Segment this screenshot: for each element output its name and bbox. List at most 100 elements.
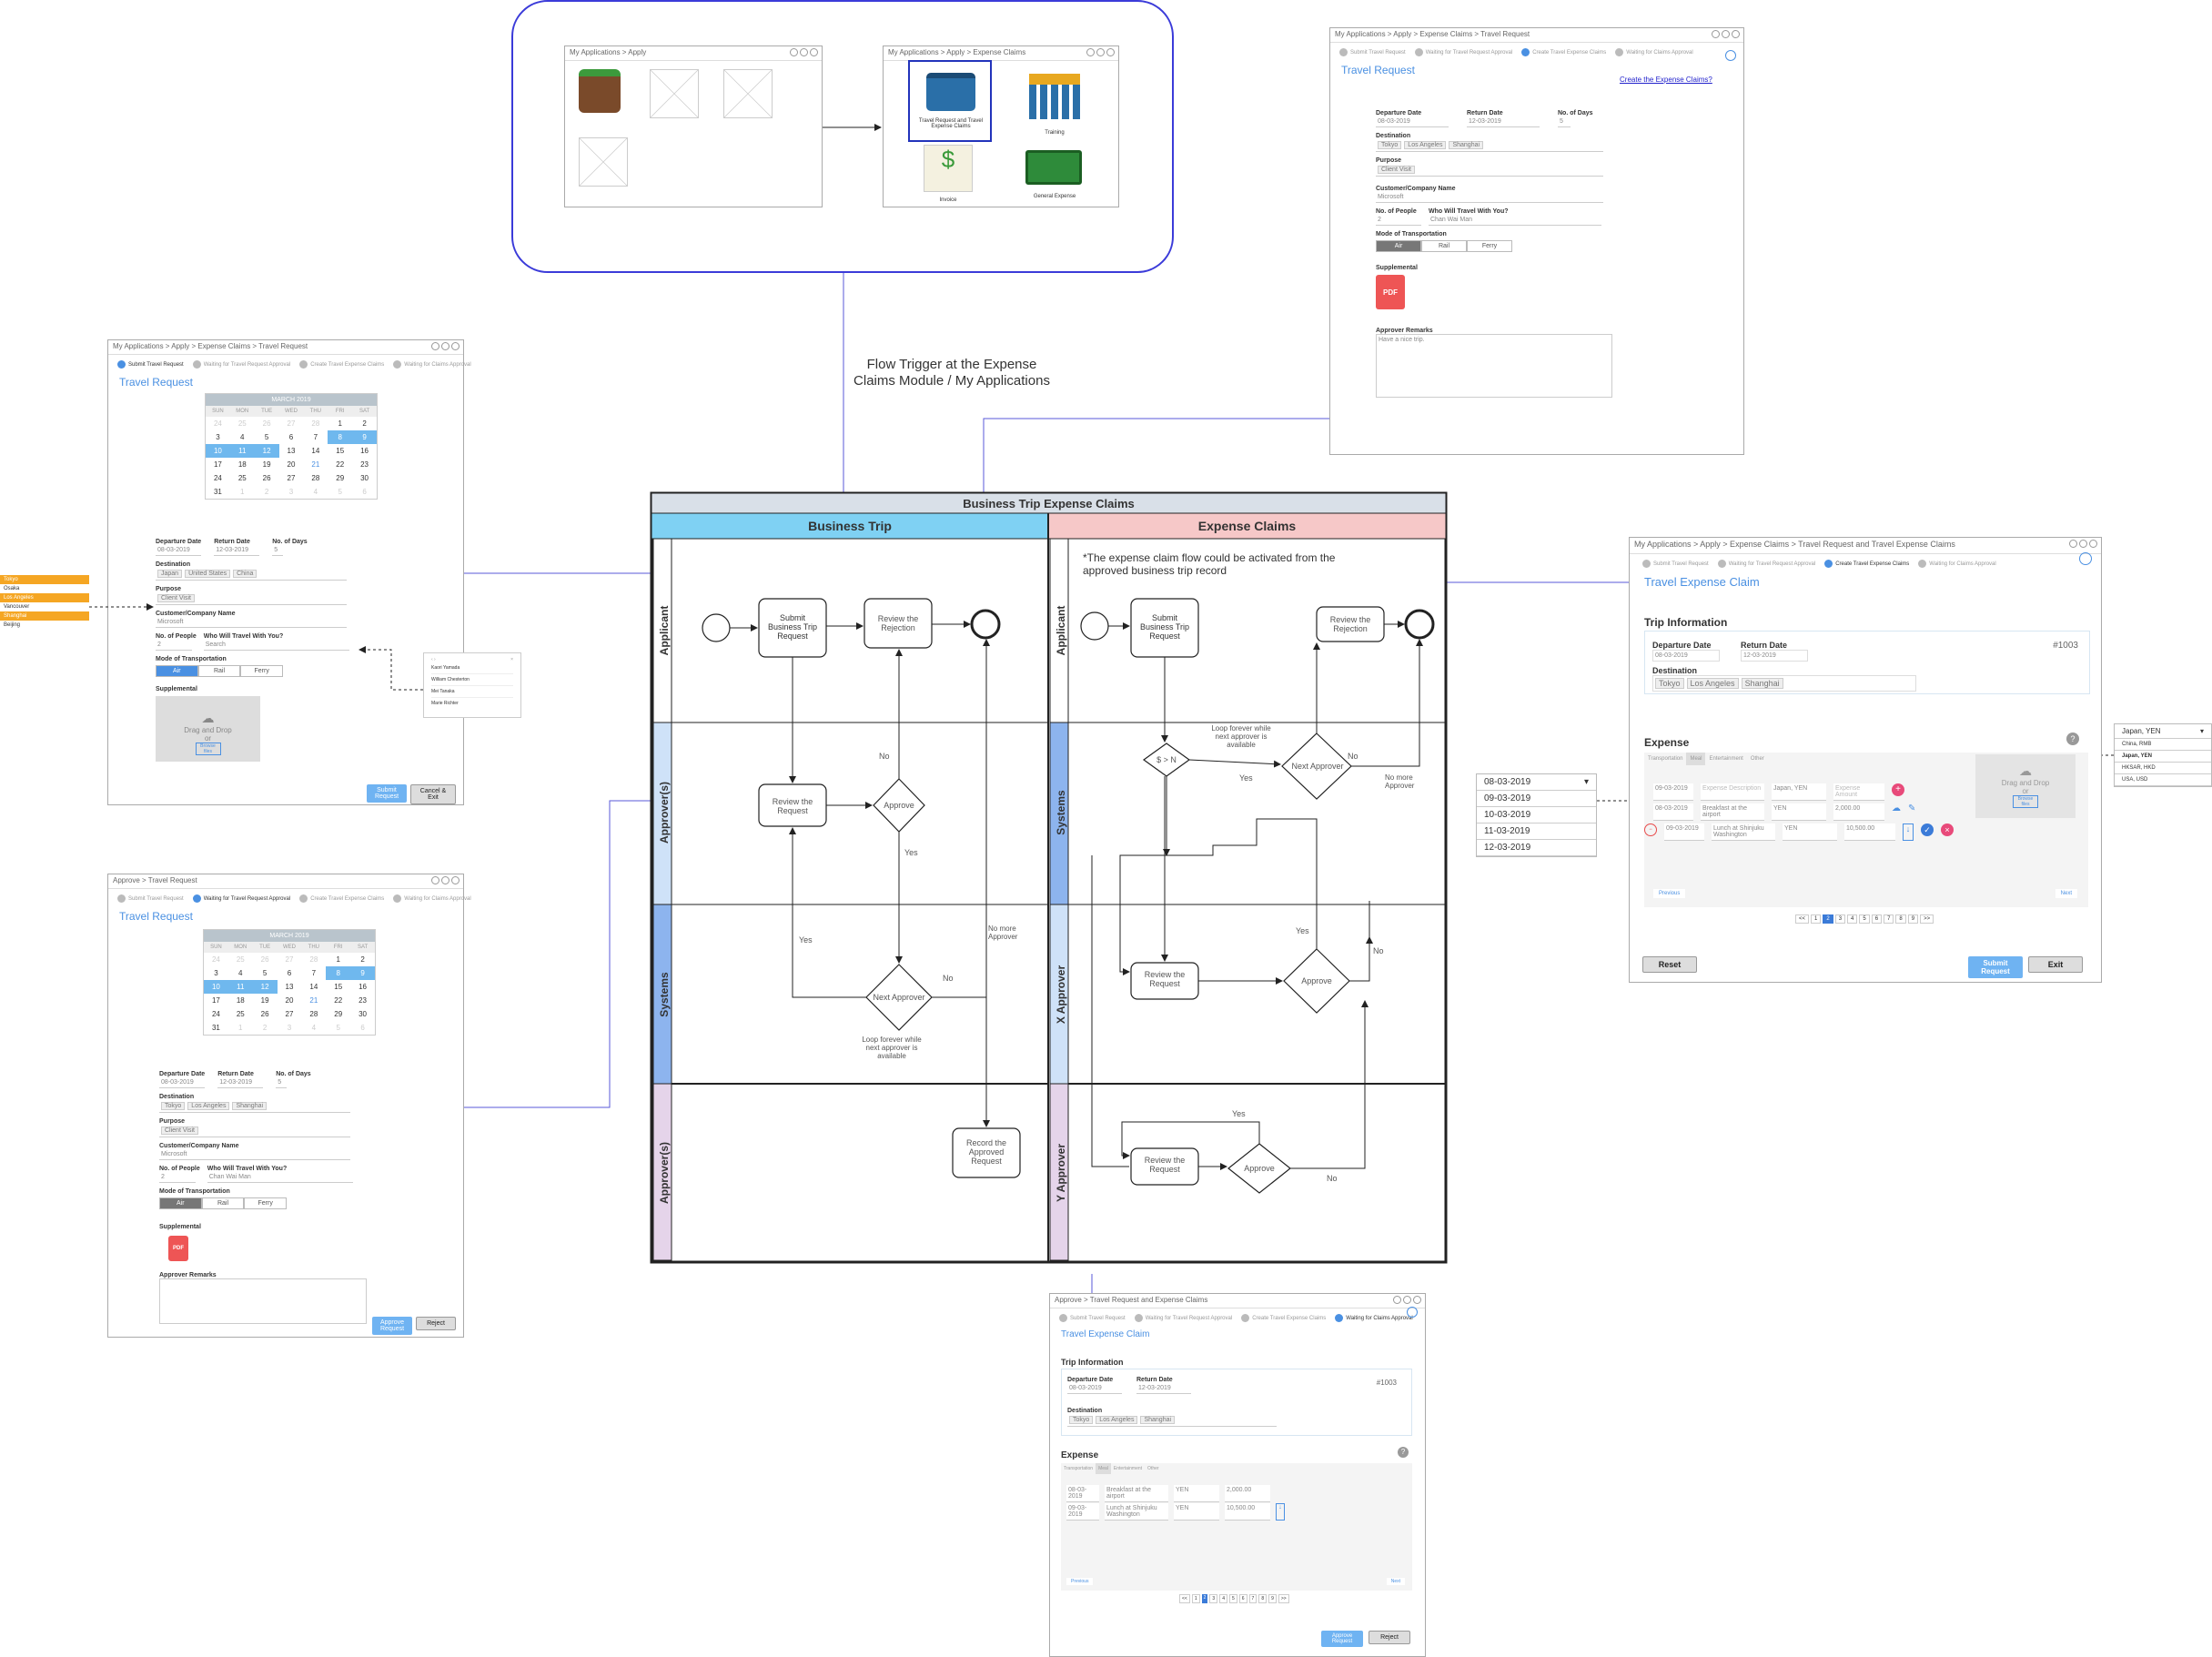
calendar-day[interactable]: 6 xyxy=(287,969,292,977)
calendar-day[interactable]: 2 xyxy=(360,955,365,964)
calendar-day[interactable]: 11 xyxy=(229,444,255,458)
calendar-day[interactable]: 5 xyxy=(338,488,342,496)
remove-icon[interactable]: − xyxy=(1644,823,1657,836)
calendar-day[interactable]: 25 xyxy=(237,419,247,428)
expense-row[interactable]: − 09-03-2019 Lunch at Shinjuku Washingto… xyxy=(1644,823,1954,841)
who-field[interactable]: Chan Wai Man xyxy=(1429,215,1601,226)
calendar-day[interactable]: 6 xyxy=(288,433,294,441)
calendar-day[interactable]: 22 xyxy=(334,996,343,1005)
training-icon[interactable] xyxy=(1029,74,1080,119)
departure-field[interactable]: 08-03-2019 xyxy=(1652,650,1720,662)
pdf-icon[interactable]: PDF xyxy=(1376,275,1405,309)
customer-field[interactable]: Microsoft xyxy=(159,1149,350,1160)
calendar-day[interactable]: 17 xyxy=(213,460,222,469)
pagination[interactable]: << 1 2 3 4 5 6 7 8 9 >> xyxy=(1795,914,1934,924)
download-icon[interactable]: ↓ xyxy=(1903,823,1914,841)
cancel-exit-button[interactable]: Cancel & Exit xyxy=(410,784,456,804)
calendar-day[interactable]: 11 xyxy=(227,980,253,994)
departure-field[interactable]: 08-03-2019 xyxy=(1067,1383,1122,1394)
calendar-day[interactable]: 2 xyxy=(362,419,367,428)
calendar-day[interactable]: 8 xyxy=(328,430,353,444)
calendar-day[interactable]: 6 xyxy=(360,1024,365,1032)
create-claims-link[interactable]: Create the Expense Claims? xyxy=(1620,76,1712,84)
calendar-day[interactable]: 3 xyxy=(287,1024,292,1032)
calendar-day[interactable]: 28 xyxy=(309,1010,318,1018)
tab-other[interactable]: Other xyxy=(1750,756,1764,762)
list-item[interactable]: Marie Richter xyxy=(431,701,459,706)
list-item[interactable]: Kaori Yamada xyxy=(431,662,513,674)
help-icon[interactable]: ? xyxy=(1398,1447,1409,1458)
calendar-day[interactable]: 2 xyxy=(262,1024,268,1032)
calendar-day[interactable]: 27 xyxy=(285,955,294,964)
previous-button[interactable]: Previous xyxy=(1066,1578,1094,1585)
calendar-day[interactable]: 3 xyxy=(214,969,218,977)
departure-field[interactable]: 08-03-2019 xyxy=(159,1077,205,1088)
exit-button[interactable]: Exit xyxy=(2028,956,2083,973)
calendar-day[interactable]: 4 xyxy=(238,969,243,977)
dropdown-option[interactable]: 10-03-2019 xyxy=(1477,807,1596,823)
calendar-day[interactable]: 28 xyxy=(309,955,318,964)
travel-expense-tile[interactable]: Travel Request and Travel Expense Claims xyxy=(908,60,992,142)
calendar-day[interactable]: 4 xyxy=(240,433,245,441)
destination-suggestion-list[interactable]: Tokyo Osaka Los Angeles Vancouver Shangh… xyxy=(0,575,89,630)
customer-field[interactable]: Microsoft xyxy=(1376,192,1603,203)
calendar-day[interactable]: 4 xyxy=(311,1024,317,1032)
calendar-day[interactable]: 31 xyxy=(211,1024,220,1032)
calendar-day[interactable]: 18 xyxy=(237,460,247,469)
tab-meal[interactable]: Meal xyxy=(1686,753,1706,765)
cancel-icon[interactable]: × xyxy=(1941,823,1954,836)
calendar-day[interactable]: 21 xyxy=(309,996,318,1005)
calendar-day[interactable]: 3 xyxy=(216,433,220,441)
calendar-day[interactable]: 20 xyxy=(285,996,294,1005)
calendar-day[interactable]: 3 xyxy=(288,488,294,496)
who-field[interactable]: Chan Wai Man xyxy=(207,1172,353,1183)
calendar-day[interactable]: 23 xyxy=(359,996,368,1005)
money-icon[interactable] xyxy=(1025,150,1082,185)
currency-dropdown[interactable]: Japan, YEN▾ China, RMB Japan, YEN HKSAR,… xyxy=(2114,723,2212,787)
return-field[interactable]: 12-03-2019 xyxy=(214,545,260,556)
reject-button[interactable]: Reject xyxy=(416,1317,456,1330)
remarks-field[interactable]: Have a nice trip. xyxy=(1376,334,1612,398)
calendar-day[interactable]: 29 xyxy=(336,474,345,482)
dropdown-option[interactable]: HKSAR, HKD xyxy=(2115,763,2211,774)
list-item[interactable]: William Chesterton xyxy=(431,674,513,686)
dropdown-option[interactable]: USA, USD xyxy=(2115,774,2211,786)
calendar-day[interactable]: 18 xyxy=(236,996,245,1005)
calendar-day[interactable]: 30 xyxy=(359,1010,368,1018)
calendar-day[interactable]: 26 xyxy=(260,955,269,964)
customer-field[interactable]: Microsoft xyxy=(156,617,347,628)
calendar-day[interactable]: 13 xyxy=(285,983,294,991)
calendar-day[interactable]: 8 xyxy=(326,966,351,980)
invoice-icon[interactable]: $ xyxy=(924,145,973,192)
calendar-day[interactable]: 25 xyxy=(237,474,247,482)
calendar-day[interactable]: 13 xyxy=(287,447,296,455)
people-popup[interactable]: ‹ ›× Kaori Yamada William Chesterton Mei… xyxy=(423,652,521,718)
calendar-day[interactable]: 10 xyxy=(206,444,230,458)
calendar-day[interactable]: 9 xyxy=(350,966,375,980)
user-icon[interactable] xyxy=(2079,552,2092,565)
browse-button[interactable]: Browse files xyxy=(195,743,221,755)
calendar-day[interactable]: 20 xyxy=(287,460,296,469)
date-dropdown[interactable]: 08-03-2019▾ 09-03-2019 10-03-2019 11-03-… xyxy=(1476,773,1597,857)
departure-field[interactable]: 08-03-2019 xyxy=(156,545,201,556)
calendar-day[interactable]: 23 xyxy=(360,460,369,469)
calendar-day[interactable]: 21 xyxy=(311,460,320,469)
calendar-day[interactable]: 24 xyxy=(213,474,222,482)
submit-request-button[interactable]: Submit Request xyxy=(1968,956,2023,978)
calendar-day[interactable]: 26 xyxy=(262,474,271,482)
calendar-day[interactable]: 1 xyxy=(338,419,342,428)
calendar-day[interactable]: 6 xyxy=(362,488,367,496)
expense-row[interactable]: 08-03-2019 Breakfast at the airport YEN … xyxy=(1653,803,1915,821)
calendar-day[interactable]: 28 xyxy=(311,419,320,428)
calendar-day[interactable]: 31 xyxy=(213,488,222,496)
pdf-icon[interactable]: PDF xyxy=(168,1236,188,1261)
people-field[interactable]: 2 xyxy=(1376,215,1421,226)
calendar-day[interactable]: 19 xyxy=(260,996,269,1005)
